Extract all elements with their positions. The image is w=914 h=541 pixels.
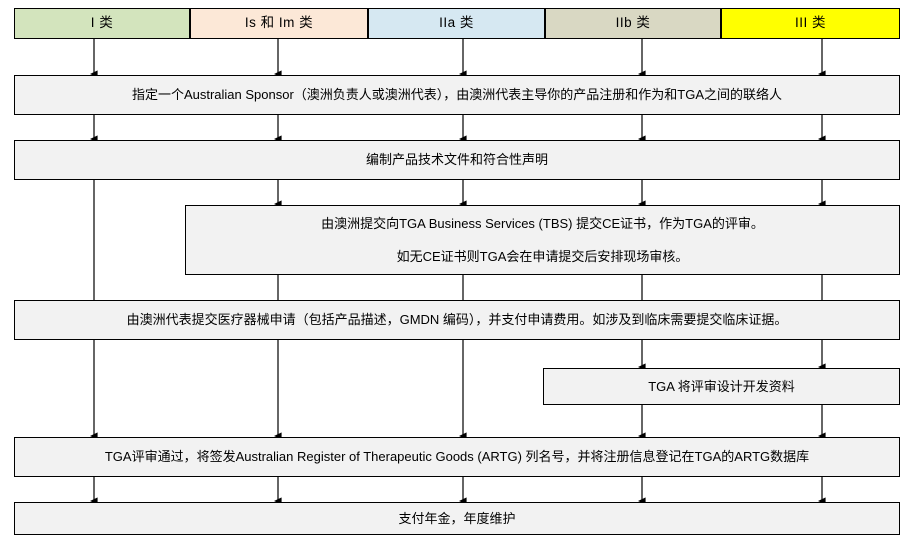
- step-text-line: 由澳洲提交向TGA Business Services (TBS) 提交CE证书…: [321, 215, 764, 231]
- step-annual-fee[interactable]: 支付年金，年度维护: [14, 502, 900, 535]
- class-header-label: Is 和 Im 类: [244, 15, 314, 31]
- step-text-line: TGA 将评审设计开发资料: [648, 378, 795, 394]
- class-header-label: IIa 类: [439, 15, 474, 31]
- step-text-line: 如无CE证书则TGA会在申请提交后安排现场审核。: [396, 249, 689, 264]
- header-class-i[interactable]: I 类: [14, 8, 190, 39]
- step-technical-file[interactable]: 编制产品技术文件和符合性声明: [14, 140, 900, 180]
- step-text-line: 编制产品技术文件和符合性声明: [365, 152, 548, 168]
- header-class-iii[interactable]: III 类: [721, 8, 900, 39]
- class-header-label: IIb 类: [615, 15, 651, 31]
- step-text-line: 指定一个Australian Sponsor（澳洲负责人或澳洲代表），由澳洲代表…: [131, 87, 783, 103]
- header-class-is-im[interactable]: Is 和 Im 类: [190, 8, 368, 39]
- step-sponsor[interactable]: 指定一个Australian Sponsor（澳洲负责人或澳洲代表），由澳洲代表…: [14, 75, 900, 115]
- step-text-line: 由澳洲代表提交医疗器械申请（包括产品描述，GMDN 编码），并支付申请费用。如涉…: [126, 312, 788, 328]
- step-text-line: TGA评审通过，将签发Australian Register of Therap…: [104, 449, 810, 465]
- step-artg-listing[interactable]: TGA评审通过，将签发Australian Register of Therap…: [14, 437, 900, 477]
- class-header-label: III 类: [794, 15, 826, 31]
- step-tbs-ce[interactable]: 由澳洲提交向TGA Business Services (TBS) 提交CE证书…: [185, 205, 900, 275]
- step-text-line: 支付年金，年度维护: [398, 510, 516, 526]
- step-device-application[interactable]: 由澳洲代表提交医疗器械申请（包括产品描述，GMDN 编码），并支付申请费用。如涉…: [14, 300, 900, 340]
- class-header-label: I 类: [90, 15, 114, 31]
- header-class-iib[interactable]: IIb 类: [545, 8, 721, 39]
- step-tga-design-review[interactable]: TGA 将评审设计开发资料: [543, 368, 900, 405]
- header-class-iia[interactable]: IIa 类: [368, 8, 545, 39]
